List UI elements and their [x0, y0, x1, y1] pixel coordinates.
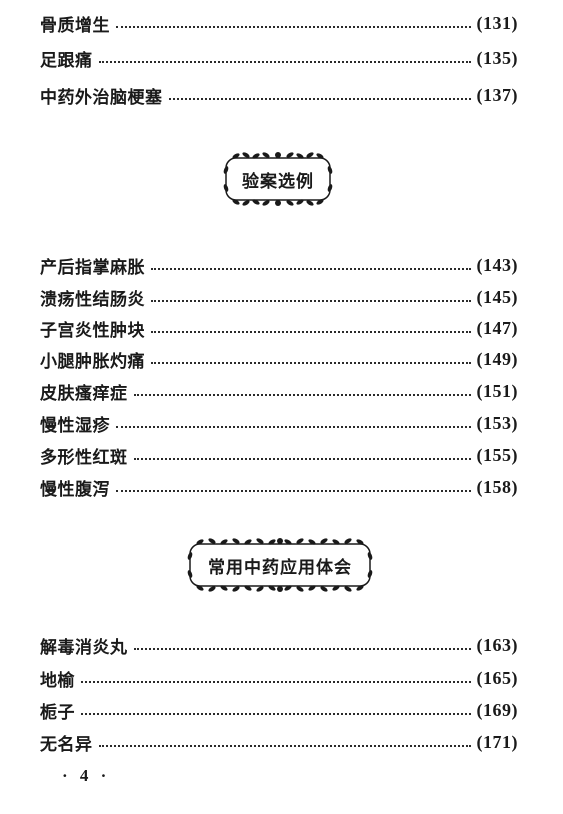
- toc-entry-title: 中药外治脑梗塞: [40, 87, 163, 108]
- toc-entry-page: (158): [476, 476, 518, 497]
- toc-entry-page: (151): [476, 380, 518, 401]
- toc-leader-dots: [133, 458, 471, 460]
- toc-entry-page: (145): [476, 286, 518, 307]
- toc-leader-dots: [133, 394, 471, 396]
- toc-entry-page: (169): [476, 699, 518, 720]
- toc-entry-page: (153): [476, 412, 518, 433]
- toc-entry-title: 足跟痛: [40, 50, 93, 71]
- toc-entry: 解毒消炎丸 (163): [40, 632, 518, 658]
- toc-entry-title: 栀子: [40, 702, 75, 723]
- toc-leader-dots: [168, 98, 471, 100]
- toc-entry-page: (163): [476, 634, 518, 655]
- page-number: · 4 ·: [62, 766, 111, 785]
- toc-leader-dots: [98, 745, 471, 747]
- toc-entry-title: 溃疡性结肠炎: [40, 289, 145, 310]
- toc-entry: 多形性红斑 (155): [40, 442, 518, 468]
- toc-entry: 地榆 (165): [40, 665, 518, 691]
- toc-leader-dots: [116, 426, 471, 428]
- toc-entry: 子宫炎性肿块 (147): [40, 315, 518, 341]
- toc-leader-dots: [116, 490, 471, 492]
- toc-entry-title: 地榆: [40, 670, 75, 691]
- toc-entry-title: 多形性红斑: [40, 447, 128, 468]
- toc-entry: 慢性腹泻 (158): [40, 474, 518, 500]
- toc-entry-title: 无名异: [40, 734, 93, 755]
- toc-entry: 栀子 (169): [40, 697, 518, 723]
- toc-entry-title: 产后指掌麻胀: [40, 257, 145, 278]
- section-heading-ornament: 常用中药应用体会: [186, 536, 374, 594]
- toc-entry-page: (131): [476, 12, 518, 33]
- toc-entry-title: 小腿肿胀灼痛: [40, 351, 145, 372]
- toc-entry-title: 子宫炎性肿块: [40, 320, 145, 341]
- toc-leader-dots: [133, 648, 471, 650]
- toc-leader-dots: [116, 26, 471, 28]
- toc-entry-page: (137): [476, 84, 518, 105]
- toc-leader-dots: [151, 268, 471, 270]
- toc-entry: 骨质增生 (131): [40, 10, 518, 36]
- toc-entry-title: 慢性腹泻: [40, 479, 110, 500]
- toc-entry: 小腿肿胀灼痛 (149): [40, 346, 518, 372]
- toc-entry: 无名异 (171): [40, 729, 518, 755]
- section-heading: 常用中药应用体会: [202, 550, 358, 580]
- laurel-border-icon: [223, 152, 333, 206]
- toc-entry: 皮肤瘙痒症 (151): [40, 378, 518, 404]
- toc-entry-page: (147): [476, 317, 518, 338]
- toc-leader-dots: [151, 300, 471, 302]
- toc-entry: 溃疡性结肠炎 (145): [40, 284, 518, 310]
- toc-entry-page: (135): [476, 47, 518, 68]
- toc-entry-page: (155): [476, 444, 518, 465]
- toc-leader-dots: [81, 713, 471, 715]
- toc-entry: 产后指掌麻胀 (143): [40, 252, 518, 278]
- toc-entry-page: (165): [476, 667, 518, 688]
- section-heading-ornament: 验案选例: [222, 150, 334, 208]
- toc-entry: 足跟痛 (135): [40, 45, 518, 71]
- toc-entry-page: (171): [476, 731, 518, 752]
- section-heading: 验案选例: [236, 164, 320, 194]
- toc-leader-dots: [98, 61, 471, 63]
- toc-entry-page: (143): [476, 254, 518, 275]
- toc-entry: 慢性湿疹 (153): [40, 410, 518, 436]
- toc-leader-dots: [151, 362, 471, 364]
- toc-entry-title: 皮肤瘙痒症: [40, 383, 128, 404]
- toc-entry-title: 解毒消炎丸: [40, 637, 128, 658]
- toc-entry: 中药外治脑梗塞 (137): [40, 82, 518, 108]
- toc-leader-dots: [151, 331, 471, 333]
- toc-entry-title: 骨质增生: [40, 15, 110, 36]
- toc-entry-title: 慢性湿疹: [40, 415, 110, 436]
- toc-leader-dots: [81, 681, 471, 683]
- toc-entry-page: (149): [476, 348, 518, 369]
- laurel-border-icon: [187, 538, 373, 592]
